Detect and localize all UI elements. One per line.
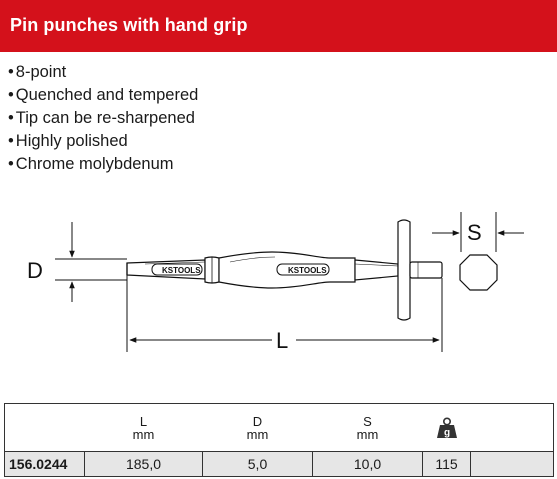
feature-item: 8-point <box>8 61 198 84</box>
column-header-weight: g <box>422 403 471 452</box>
octagon-section <box>459 254 498 291</box>
s-dimension: S <box>432 212 524 291</box>
column-header <box>4 403 85 452</box>
brand-label: KSTOOLS <box>288 266 327 275</box>
weight-g-icon: g <box>436 416 457 438</box>
cell-length: 185,0 <box>84 451 203 477</box>
page-title: Pin punches with hand grip <box>10 15 248 35</box>
header-bar: Pin punches with hand grip <box>0 0 557 52</box>
column-unit: mm <box>132 426 155 442</box>
table-row: 156.0244 185,0 5,0 10,0 115 <box>4 451 554 477</box>
cell-size: 10,0 <box>312 451 423 477</box>
l-label: L <box>276 328 288 353</box>
s-label: S <box>467 220 482 245</box>
d-label: D <box>27 258 43 283</box>
cell-weight: 115 <box>422 451 471 477</box>
punch-drawing: KSTOOLS KSTOOLS <box>126 219 443 321</box>
spec-table-area: L mm D mm S mm g <box>0 403 557 479</box>
column-header-d: D mm <box>202 403 313 452</box>
column-header-l: L mm <box>84 403 203 452</box>
feature-list: 8-point Quenched and tempered Tip can be… <box>8 61 199 176</box>
feature-item: Chrome molybdenum <box>8 153 198 176</box>
feature-item: Tip can be re-sharpened <box>8 107 198 130</box>
column-symbol: L <box>139 413 148 429</box>
column-header-s: S mm <box>312 403 423 452</box>
cell-extra <box>470 451 554 477</box>
cell-diameter: 5,0 <box>202 451 313 477</box>
column-symbol: D <box>252 413 263 429</box>
column-symbol: S <box>363 413 372 429</box>
feature-item: Quenched and tempered <box>8 84 199 107</box>
feature-item: Highly polished <box>8 130 198 153</box>
spec-table: L mm D mm S mm g <box>4 403 554 477</box>
brand-label: KSTOOLS <box>162 266 201 275</box>
column-unit: mm <box>356 426 379 442</box>
column-unit: mm <box>246 426 269 442</box>
article-number: 156.0244 <box>4 451 85 477</box>
svg-text:g: g <box>443 427 449 438</box>
punch-diagram: D KSTOOLS KSTOOLS L <box>27 212 524 353</box>
d-dimension: D <box>27 222 127 302</box>
l-dimension: L <box>126 275 443 353</box>
column-header <box>470 403 554 452</box>
